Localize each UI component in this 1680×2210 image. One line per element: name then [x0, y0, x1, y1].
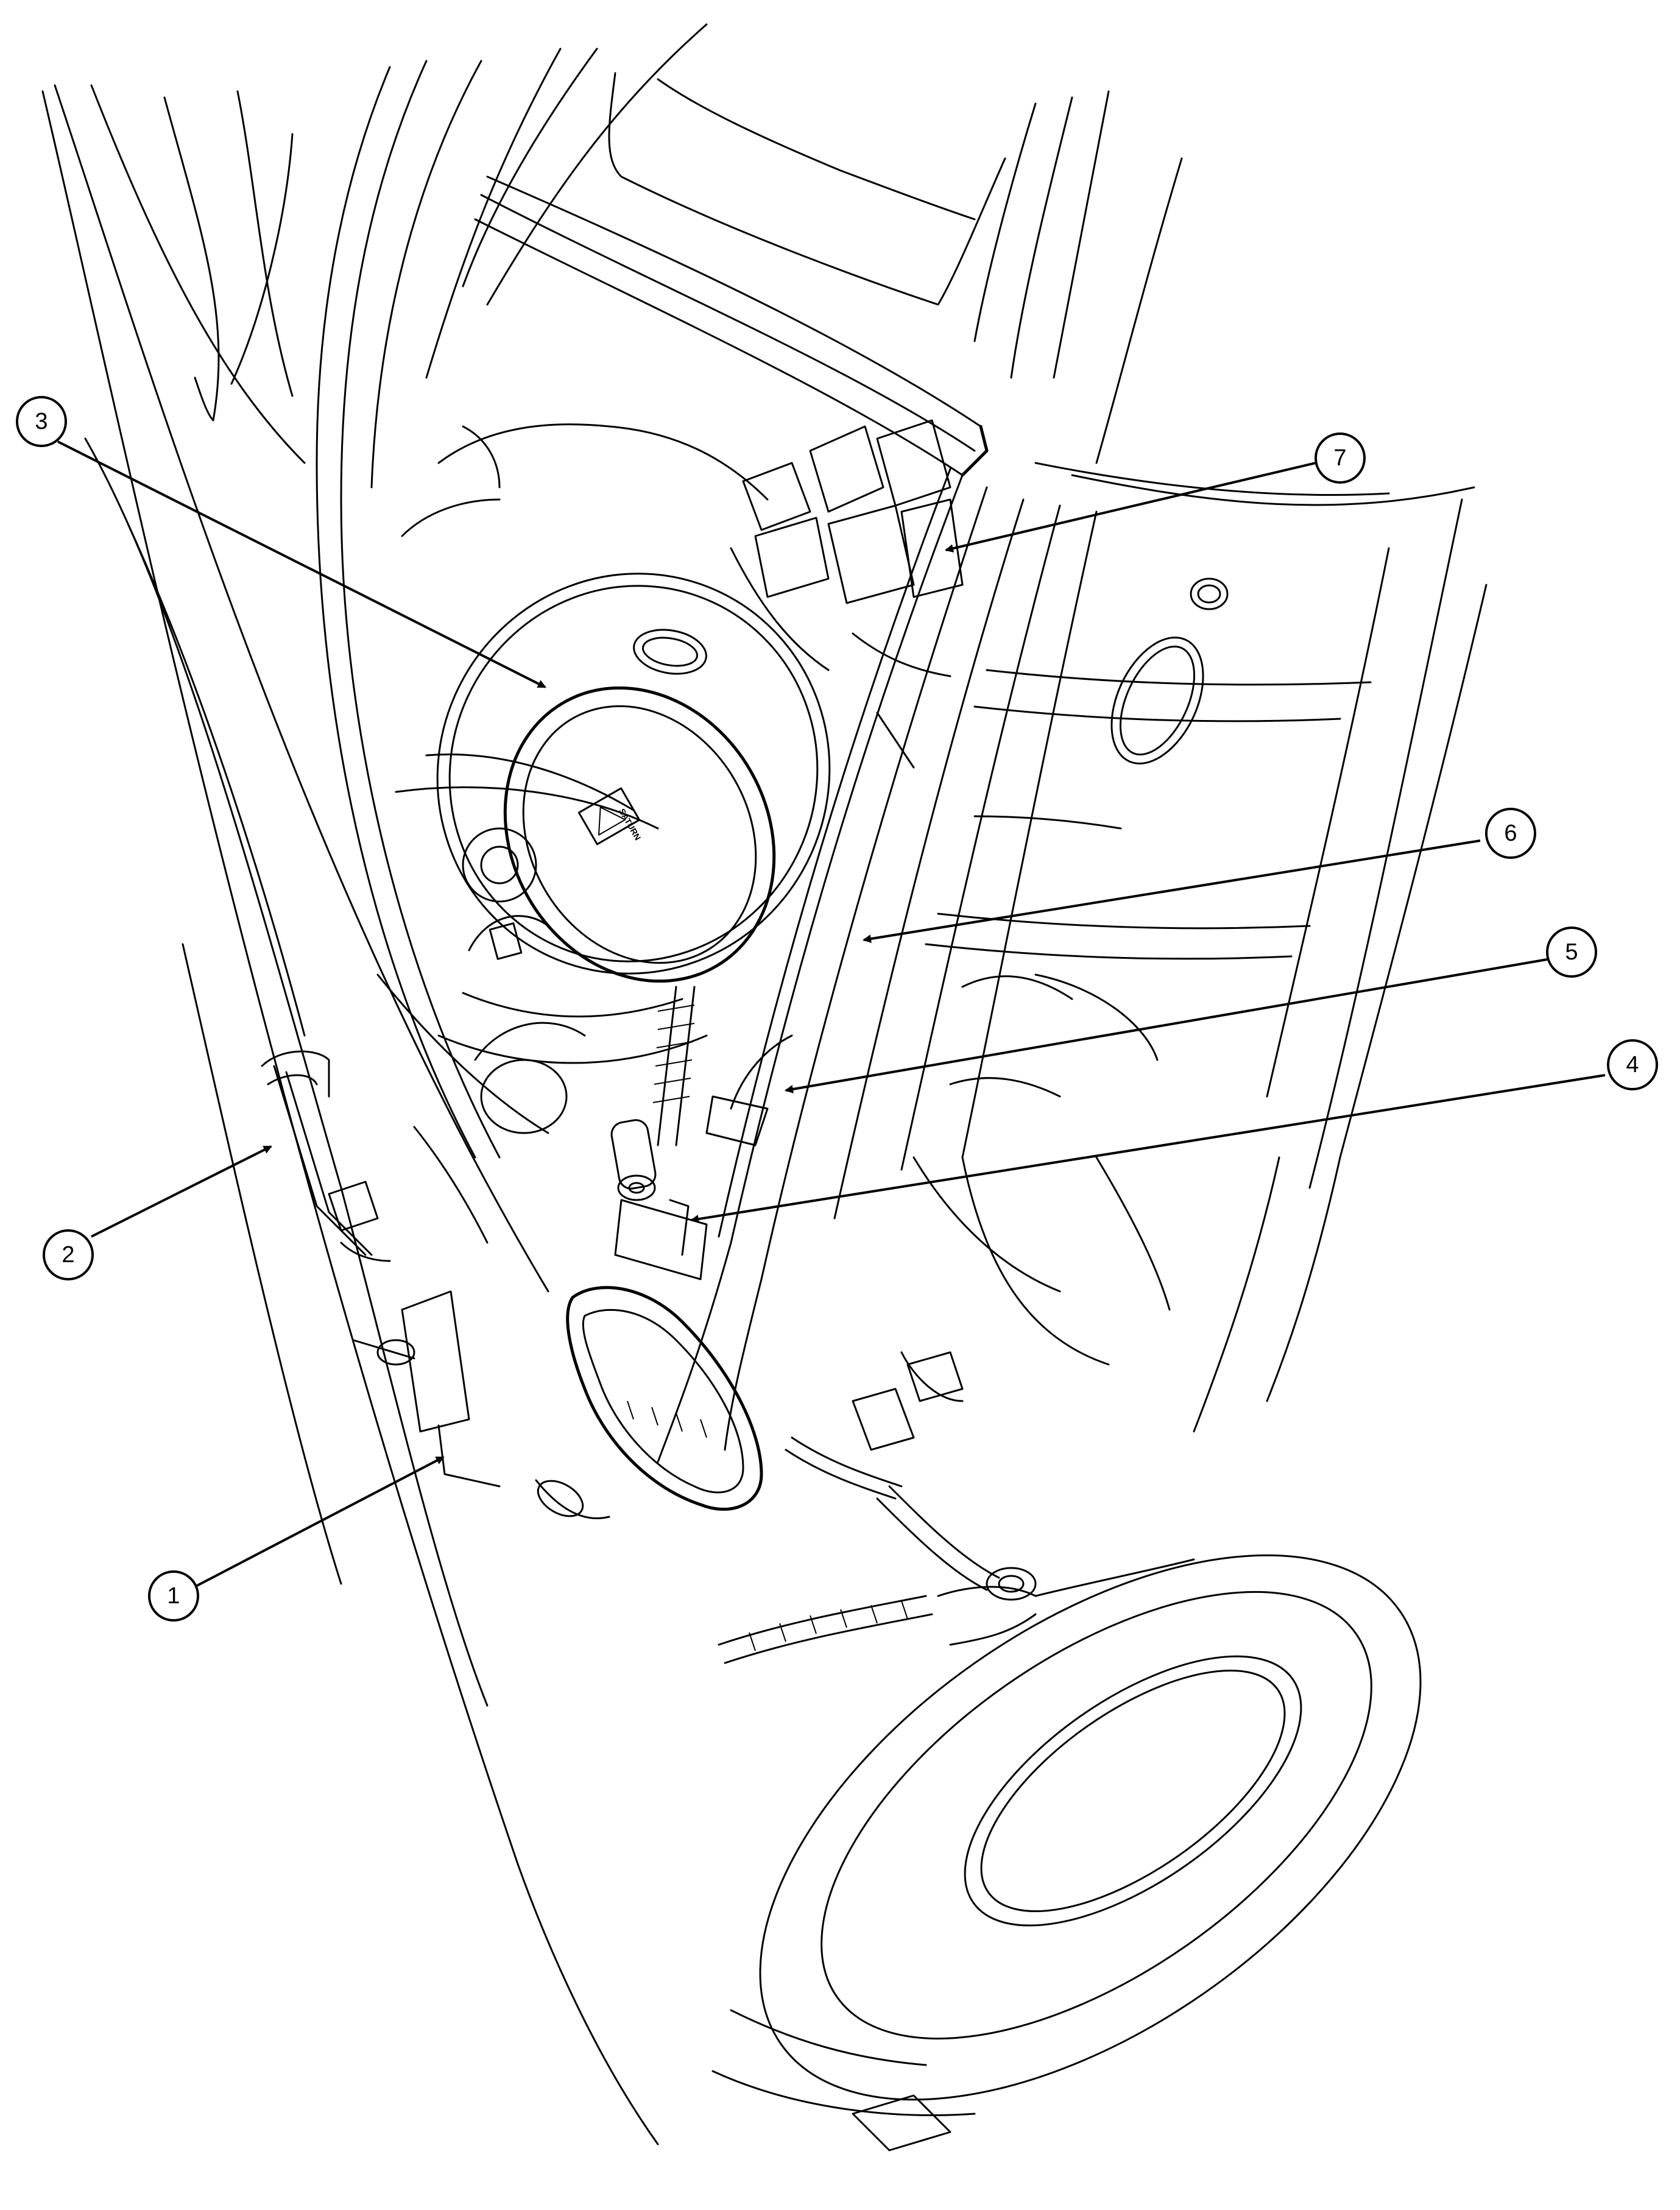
body-outline [41, 23, 1475, 2145]
side-mirror [535, 1286, 763, 1519]
callout-2-label: 2 [62, 1242, 74, 1268]
airbag-module [503, 686, 776, 983]
leader-7 [945, 462, 1316, 553]
leader-lines [57, 440, 1606, 1591]
leader-6 [863, 839, 1481, 944]
callout-4: 4 [1607, 1039, 1658, 1090]
pedal-assembly [610, 1034, 793, 1280]
steering-wheel: SATURN [436, 573, 831, 1146]
callout-4-label: 4 [1626, 1052, 1639, 1078]
callout-3: 3 [16, 396, 67, 447]
callout-7: 7 [1315, 432, 1366, 484]
callouts: 1 2 3 4 5 6 7 [16, 396, 1658, 1622]
callout-5: 5 [1546, 927, 1597, 978]
callout-1: 1 [148, 1570, 199, 1622]
leader-4 [690, 1074, 1606, 1224]
leader-5 [785, 958, 1548, 1093]
fuse-relay-block [730, 419, 964, 769]
callout-2: 2 [43, 1229, 94, 1280]
wiring-harness [718, 1351, 1195, 1664]
callout-5-label: 5 [1565, 939, 1578, 965]
emblem-text: SATURN [617, 807, 643, 842]
sensor-bracket [261, 1050, 501, 1488]
callout-3-label: 3 [35, 409, 48, 434]
door-panel [912, 498, 1488, 1433]
wheel-tire [711, 1554, 1422, 2152]
callout-6: 6 [1485, 808, 1536, 859]
leader-1 [188, 1456, 445, 1591]
leader-3 [57, 440, 546, 688]
a-pillar [657, 468, 1098, 1463]
callout-7-label: 7 [1333, 445, 1346, 471]
callout-1-label: 1 [167, 1583, 180, 1609]
leader-2 [91, 1145, 272, 1238]
callout-6-label: 6 [1504, 821, 1517, 846]
